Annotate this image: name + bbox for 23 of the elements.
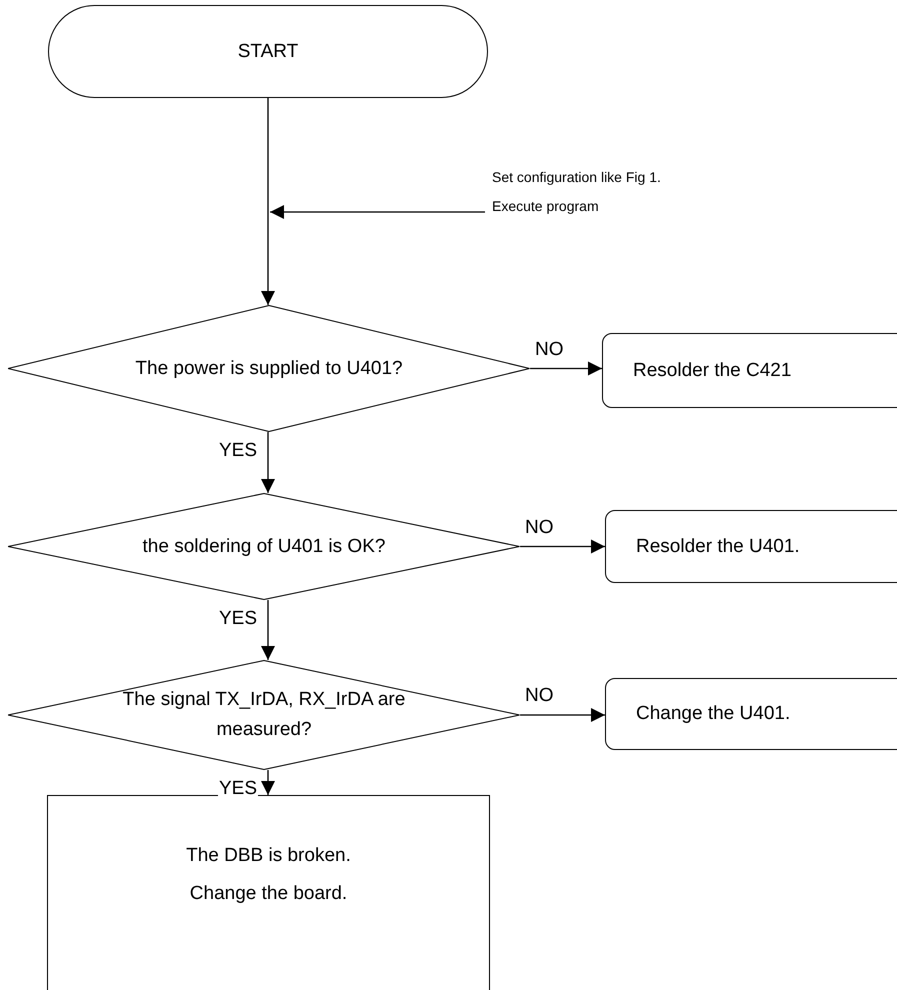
arrow: [261, 600, 275, 660]
node-text: Resolder the U401.: [636, 534, 800, 558]
note-text: Execute program: [492, 197, 600, 216]
node-text: Resolder the C421: [633, 358, 792, 382]
node-text: Change the U401.: [636, 702, 790, 726]
node-text: Change the board.: [190, 882, 348, 906]
process-box: [605, 678, 897, 750]
arrow: [261, 432, 275, 493]
end-box: [47, 795, 490, 990]
process-box: [602, 333, 897, 408]
node-text: START: [238, 40, 298, 64]
node-text: The DBB is broken.: [186, 844, 351, 868]
arrow: [520, 540, 605, 554]
arrow: [530, 362, 602, 376]
note-text: Set configuration like Fig 1.: [492, 168, 662, 187]
arrow: [520, 708, 605, 722]
arrow: [270, 205, 485, 219]
node-text: The power is supplied to U401?: [135, 356, 403, 380]
process-box: [605, 510, 897, 583]
node-text: The signal TX_IrDA, RX_IrDA are measured?: [122, 688, 406, 742]
arrow: [261, 98, 275, 305]
node-text: the soldering of U401 is OK?: [142, 534, 386, 558]
arrow: [261, 770, 275, 795]
